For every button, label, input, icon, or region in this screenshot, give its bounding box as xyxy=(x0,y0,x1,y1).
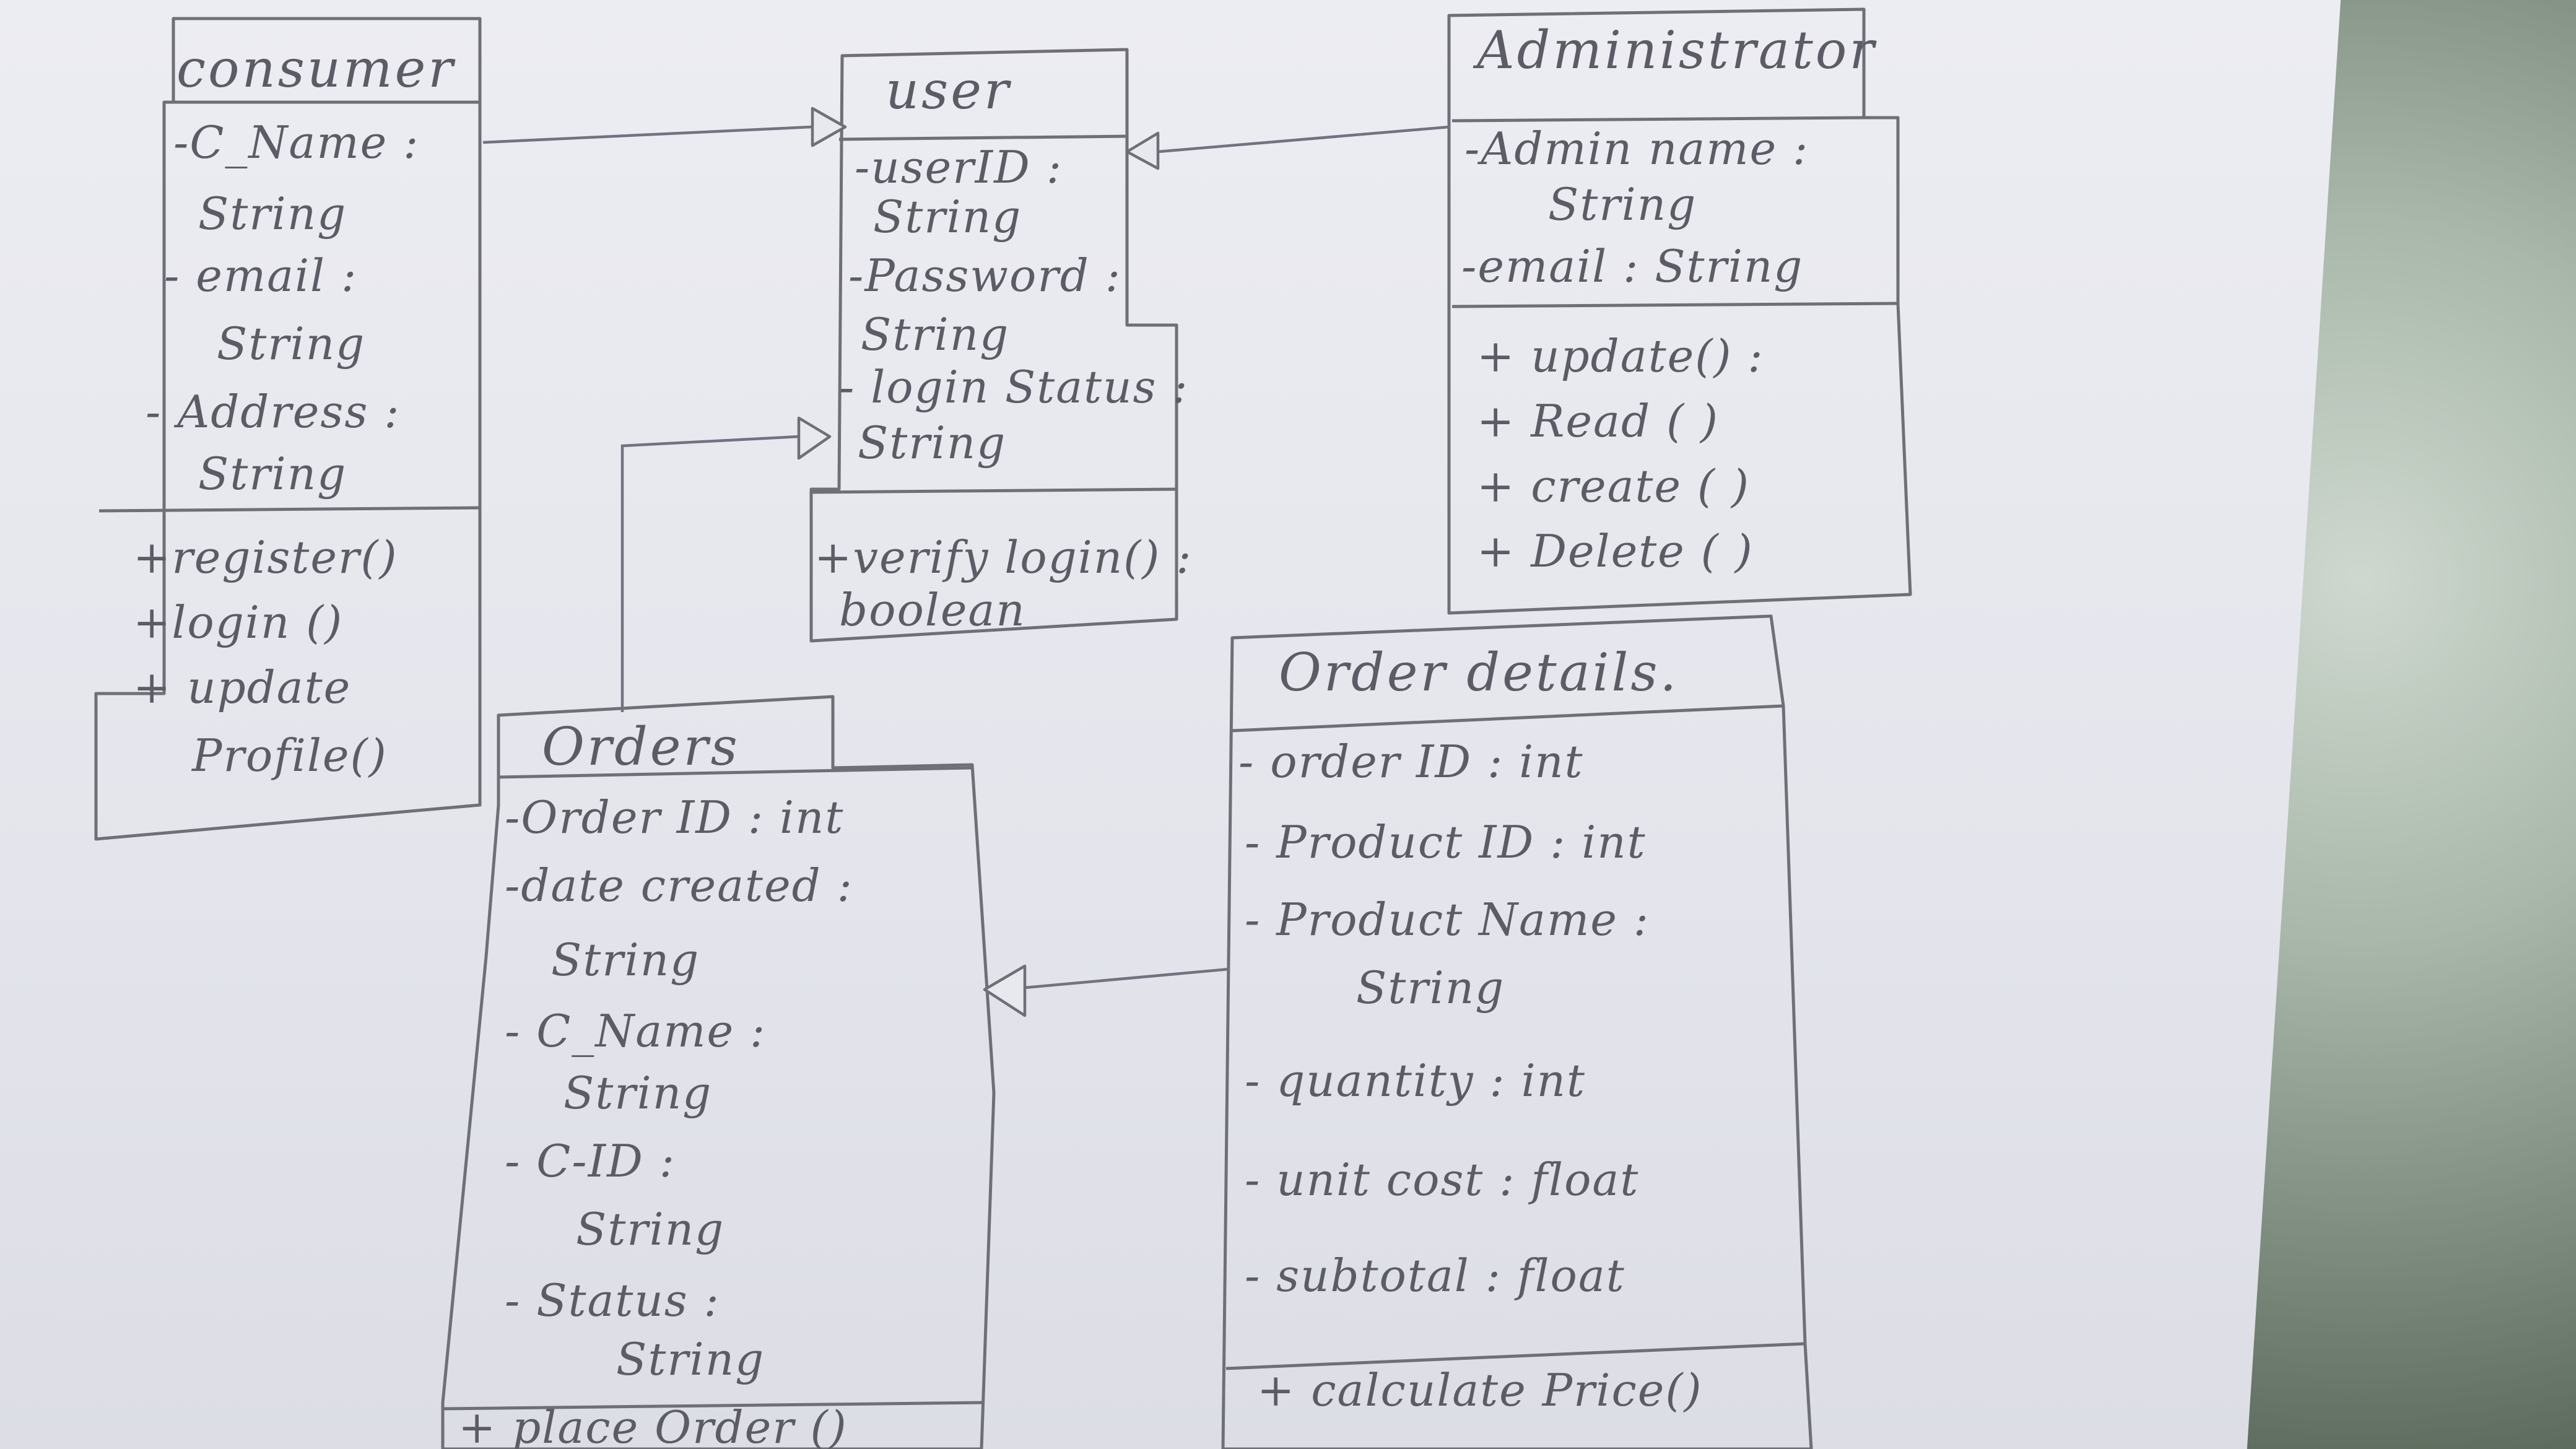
orders-attr: - C_Name : xyxy=(505,1005,766,1057)
order-details-header-divider xyxy=(1232,704,1784,733)
user-attr: -Password : xyxy=(848,250,1121,302)
administrator-op: + Read ( ) xyxy=(1477,395,1719,447)
consumer-attr: - Address : xyxy=(146,386,400,438)
consumer-to-user-line xyxy=(482,125,812,144)
order-details-attr: - order ID : int xyxy=(1238,736,1584,788)
order-details-attr: - unit cost : float xyxy=(1245,1154,1639,1206)
consumer-op: +register() xyxy=(133,531,398,583)
order-details-to-orders-line xyxy=(1024,967,1230,990)
order-details-to-orders-arrowhead xyxy=(983,964,1027,1017)
administrator-class-name: Administrator xyxy=(1473,20,1877,80)
consumer-attr: String xyxy=(198,188,347,240)
orders-attr: String xyxy=(564,1067,712,1119)
orders-op: + place Order () xyxy=(458,1401,848,1449)
orders-attr: - Status : xyxy=(505,1274,720,1326)
administrator-op: + create ( ) xyxy=(1477,460,1750,512)
paper-sheet xyxy=(0,0,2341,1449)
user-attr: String xyxy=(873,191,1022,243)
user-header-divider xyxy=(838,134,1128,141)
consumer-attr: - email : xyxy=(164,250,357,302)
orders-attr: String xyxy=(616,1333,765,1385)
order-details-attr: - Product Name : xyxy=(1245,894,1650,946)
user-attr: - login Status : xyxy=(839,361,1189,413)
order-details-attr: - Product ID : int xyxy=(1245,816,1647,868)
orders-to-user-arrowhead xyxy=(797,416,832,460)
consumer-op: Profile() xyxy=(191,729,388,781)
consumer-attr: String xyxy=(217,318,365,370)
class-order-details: Order details. - order ID : int - Produc… xyxy=(1221,614,1813,1449)
administrator-to-user-arrowhead xyxy=(1125,131,1160,170)
consumer-to-user-arrowhead xyxy=(811,107,847,147)
consumer-attr: -C_Name : xyxy=(173,116,419,168)
orders-class-name: Orders xyxy=(542,716,740,777)
consumer-class-name: consumer xyxy=(176,38,456,99)
administrator-ops-divider xyxy=(1451,302,1899,308)
administrator-box xyxy=(1447,7,1912,615)
order-details-attr: - quantity : int xyxy=(1245,1055,1586,1107)
orders-ops-divider xyxy=(442,1401,985,1411)
orders-attr: String xyxy=(576,1203,724,1255)
order-details-class-name: Order details. xyxy=(1279,642,1679,703)
user-attr: String xyxy=(861,308,1009,360)
user-class-name: user xyxy=(886,60,1012,121)
administrator-attr: -Admin name : xyxy=(1464,123,1809,175)
administrator-op: + Delete ( ) xyxy=(1477,525,1754,577)
user-ops-divider xyxy=(811,487,1177,494)
user-op: +verify login() : xyxy=(814,531,1192,583)
user-attr: -userID : xyxy=(855,141,1063,193)
order-details-op: + calculate Price() xyxy=(1257,1364,1703,1416)
class-user: user -userID : String -Password : String… xyxy=(809,48,1192,643)
order-details-attr: String xyxy=(1356,962,1505,1014)
administrator-to-user-line xyxy=(1157,125,1450,154)
orders-attr: String xyxy=(551,934,700,986)
orders-header-divider xyxy=(498,766,973,779)
consumer-op: +login () xyxy=(133,596,343,648)
class-administrator: Administrator -Admin name : String -emai… xyxy=(1447,7,1912,615)
user-box xyxy=(809,48,1178,643)
user-attr: String xyxy=(858,417,1006,469)
order-details-ops-divider xyxy=(1225,1342,1806,1370)
class-consumer: consumer -C_Name : String - email : Stri… xyxy=(94,17,482,841)
administrator-attr: -email : String xyxy=(1461,240,1803,292)
user-op: boolean xyxy=(839,584,1026,636)
orders-attr: - C-ID : xyxy=(505,1135,676,1187)
administrator-op: + update() : xyxy=(1477,330,1764,382)
administrator-header-divider xyxy=(1451,116,1865,123)
consumer-ops-divider xyxy=(98,506,481,513)
relationships xyxy=(482,107,1450,1017)
orders-to-user-line xyxy=(620,435,799,712)
orders-box xyxy=(441,695,996,1449)
class-orders: Orders -Order ID : int -date created : S… xyxy=(441,695,996,1449)
orders-attr: -Order ID : int xyxy=(505,791,844,843)
consumer-attr: String xyxy=(198,448,347,500)
consumer-op: + update xyxy=(133,661,351,713)
order-details-attr: - subtotal : float xyxy=(1245,1250,1625,1302)
administrator-attr: String xyxy=(1548,178,1697,230)
orders-attr: -date created : xyxy=(505,859,853,912)
